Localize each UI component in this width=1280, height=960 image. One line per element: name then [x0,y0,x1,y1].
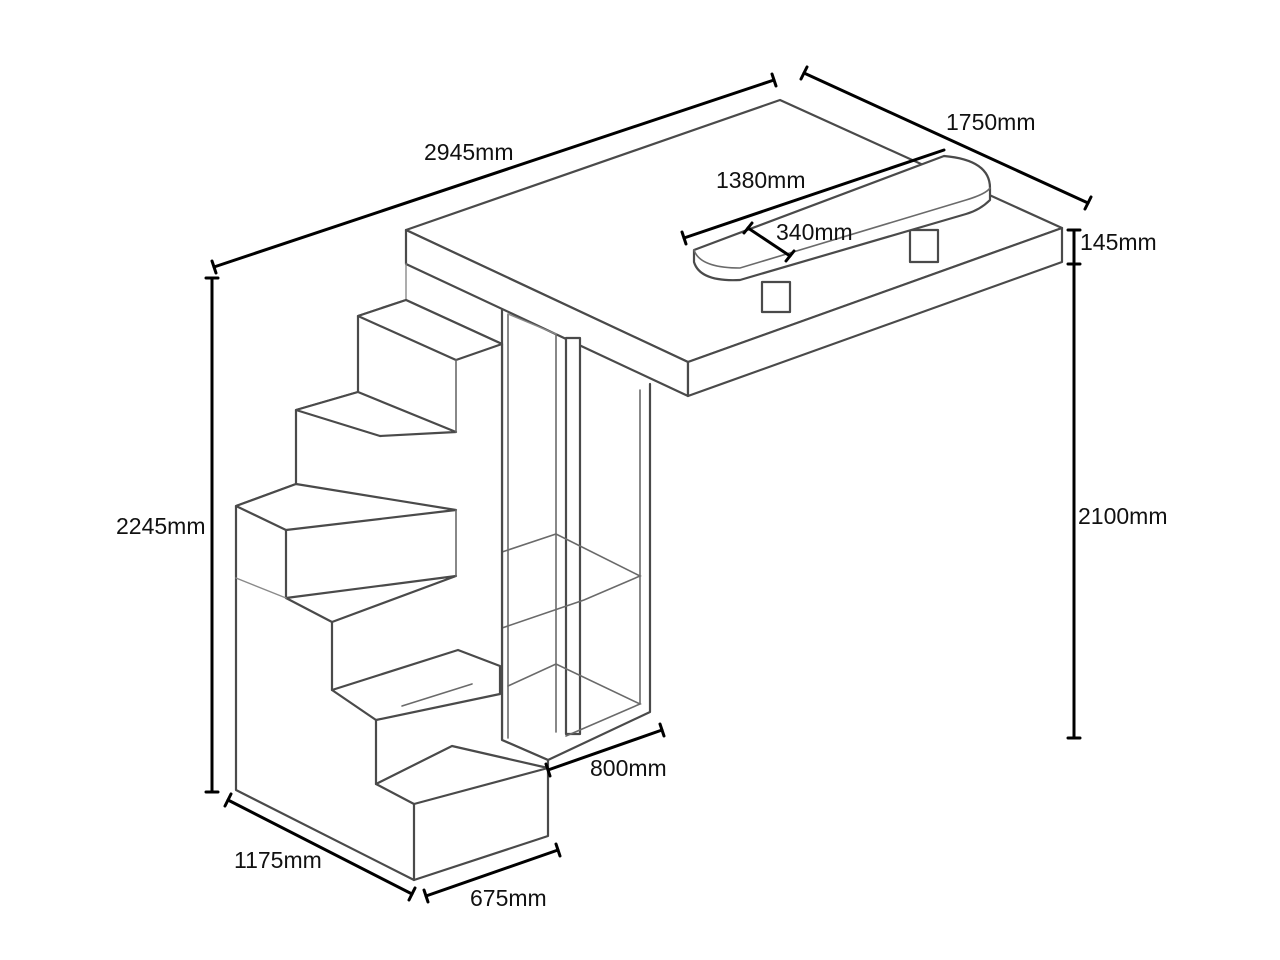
wardrobe-front-post [500,308,550,762]
dim-tick [770,72,778,88]
dim-line-desk-depth [746,226,792,258]
stair-step-3 [284,574,458,624]
label-desk-length: 1380mm [716,167,805,193]
dim-tick [544,762,552,778]
dimension-lines [204,65,1093,904]
dim-tick [210,259,218,275]
dim-line-wardrobe-width [546,728,664,772]
dim-tick [742,221,754,235]
dim-tick [554,842,562,858]
dim-tick [784,249,796,263]
dim-tick [658,722,666,738]
stair-step-2 [330,648,502,722]
dim-line-stair-length [226,798,414,896]
dim-tick [223,792,233,808]
dim-tick [680,230,688,246]
dim-tick [799,65,809,81]
staircase [234,298,550,882]
stair-drawer-handle [401,683,473,707]
platform-side-face [686,226,1064,398]
dim-line-total-length [212,78,776,269]
label-desk-depth: 340mm [776,219,853,245]
wardrobe-shelf [501,533,642,629]
wardrobe-top-edge [507,313,557,335]
dim-tick [422,888,430,904]
stair-step-6 [356,298,504,362]
label-platform-thickness: 145mm [1080,229,1157,255]
label-total-height: 2245mm [116,513,205,539]
desk-top [692,154,992,282]
label-total-length: 2945mm [424,139,513,165]
label-wardrobe-width: 800mm [590,755,667,781]
dimension-labels: 2945mm 1750mm 1380mm 340mm 145mm 2100mm … [116,109,1167,911]
wardrobe-right-post [546,382,652,762]
dim-line-desk-length [682,148,946,240]
label-depth: 1750mm [946,109,1035,135]
dim-tick [1083,195,1093,211]
wardrobe-divider [564,336,582,736]
desk-top-edge [693,187,991,269]
wardrobe-unit [500,308,652,762]
label-stair-width: 675mm [470,885,547,911]
stair-panel-line [235,577,287,599]
desk-leg-back [908,228,940,264]
wardrobe-base [507,663,642,737]
label-clearance-height: 2100mm [1078,503,1167,529]
dim-line-depth [802,71,1090,205]
desk-leg-front [760,280,792,314]
dim-tick [407,886,417,902]
desk-shelf [692,154,992,314]
dim-line-stair-width [424,848,560,898]
label-stair-length: 1175mm [234,847,322,873]
